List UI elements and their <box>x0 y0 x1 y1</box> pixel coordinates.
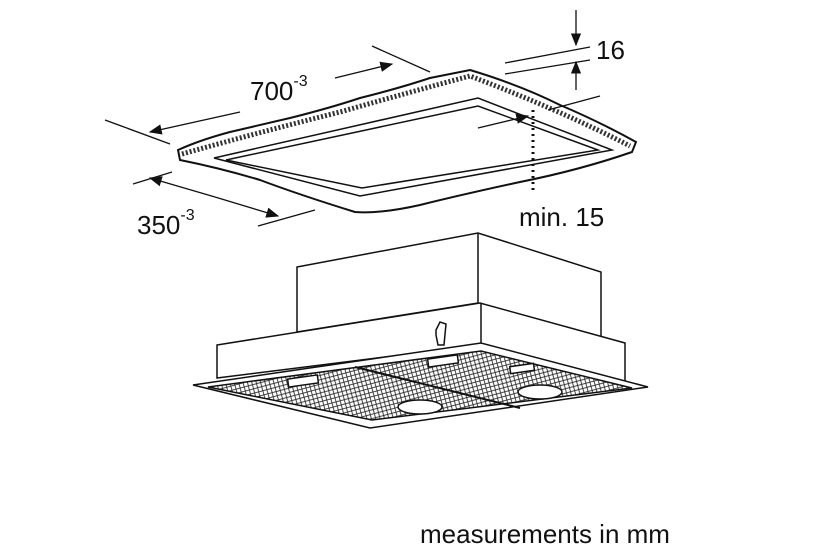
ceiling-cutout-frame <box>176 68 638 214</box>
latch-icon <box>435 321 447 346</box>
led-light-icon <box>397 399 443 415</box>
cooker-hood-unit <box>192 232 649 429</box>
clearance-dimension-lines <box>477 95 601 192</box>
width-value: 700 <box>250 76 294 106</box>
depth-tolerance: -3 <box>180 207 195 224</box>
thickness-label: 16 <box>596 35 625 65</box>
thickness-dimension-lines <box>504 10 591 90</box>
depth-dimension-lines <box>132 171 316 227</box>
units-note: measurements in mm <box>420 519 670 549</box>
width-tolerance: -3 <box>293 73 308 90</box>
width-label: 700-3 <box>250 74 308 106</box>
led-light-icon <box>517 384 563 400</box>
clearance-label: min. 15 <box>519 202 605 232</box>
depth-value: 350 <box>137 210 181 240</box>
width-dimension-lines <box>104 45 431 145</box>
depth-label: 350-3 <box>137 208 195 240</box>
